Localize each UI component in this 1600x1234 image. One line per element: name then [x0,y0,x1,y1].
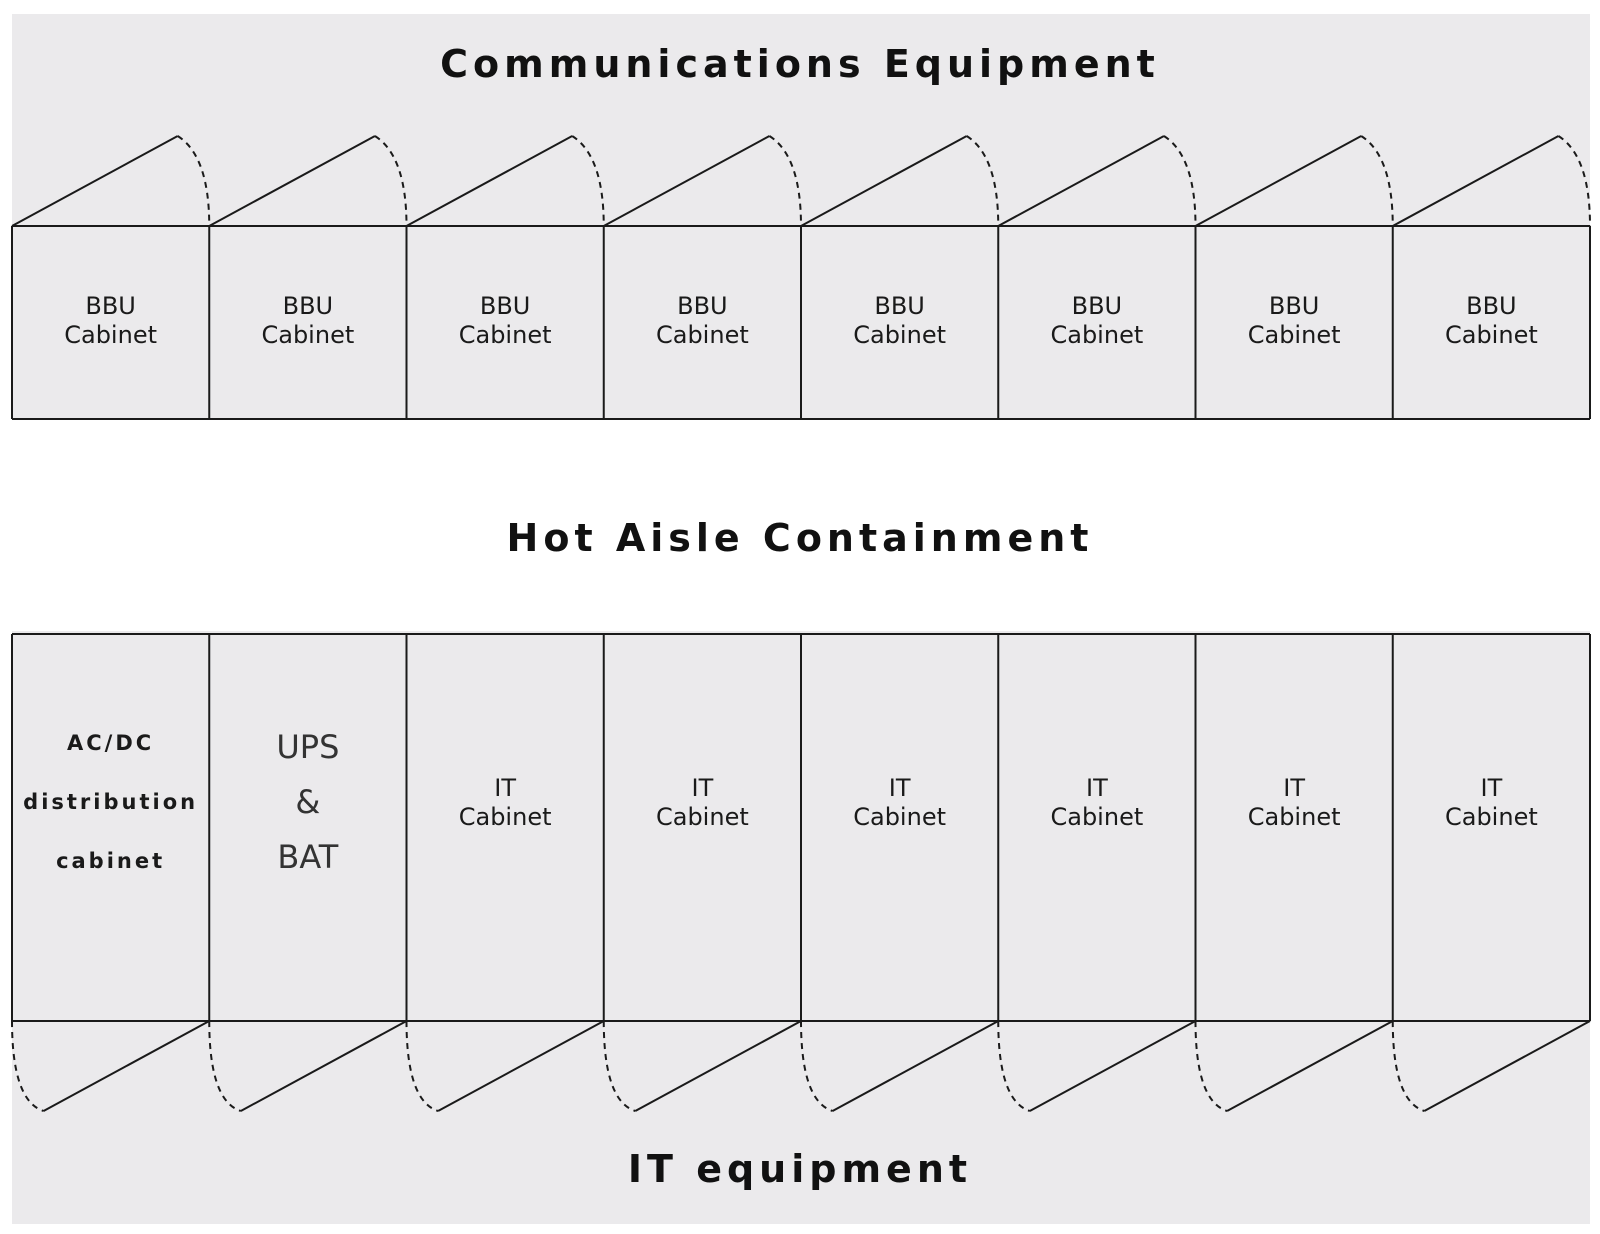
bottom-door-swing-arc [11,1020,44,1112]
top-door-leaf [1195,135,1362,227]
top-door-leaf [997,135,1165,227]
it-cabinet: IT Cabinet [1247,773,1341,831]
bottom-door-swing-arc [208,1020,242,1112]
bottom-door-leaf [832,1020,999,1112]
top-door-leaf [603,135,770,227]
it-cabinet: IT Cabinet [853,773,946,831]
bottom-door-swing-arc [1391,1020,1425,1112]
hot-aisle-title: Hot Aisle Containment [506,516,1094,560]
it-cabinet: IT Cabinet [1444,773,1538,831]
top-door-swing-arc [571,135,605,227]
top-door-swing-arc [374,135,408,227]
bottom-door-leaf [437,1020,605,1112]
bottom-door-swing-arc [800,1020,833,1112]
bottom-door-leaf [1226,1020,1394,1112]
top-door-leaf [406,135,573,227]
bbu-cabinet: BBU Cabinet [655,291,749,349]
bottom-door-swing-arc [602,1020,636,1112]
hot-aisle-band [12,419,1590,631]
communications-equipment-title: Communications Equipment [440,42,1160,86]
top-door-swing-arc [177,135,211,227]
bottom-door-swing-arc [997,1020,1031,1112]
it-cabinet: IT Cabinet [1050,773,1144,831]
bbu-cabinet: BBU Cabinet [458,291,552,349]
bbu-cabinet: BBU Cabinet [1050,291,1144,349]
bottom-door-leaf [240,1020,407,1112]
it-equipment-title: IT equipment [627,1147,973,1191]
top-door-leaf [208,135,376,227]
top-door-swing-arc [966,135,1000,227]
bbu-cabinet: BBU Cabinet [1247,291,1341,349]
bottom-door-leaf [1423,1020,1591,1112]
bbu-cabinet: BBU Cabinet [64,291,157,349]
top-door-swing-arc [1163,135,1197,227]
bottom-door-leaf [1029,1020,1196,1112]
ups-bat-cabinet: UPS & BAT [276,728,340,876]
top-door-leaf [800,135,968,227]
top-door-swing-arc [768,135,802,227]
bottom-door-swing-arc [405,1020,439,1112]
acdc-distribution-cabinet: AC/DC distribution cabinet [23,731,199,873]
bbu-cabinet: BBU Cabinet [1444,291,1538,349]
bottom-door-leaf [634,1020,802,1112]
it-cabinet: IT Cabinet [655,773,749,831]
bbu-cabinet: BBU Cabinet [261,291,355,349]
top-door-swing-arc [1557,135,1591,227]
top-door-leaf [11,135,179,227]
bbu-cabinet: BBU Cabinet [853,291,946,349]
top-door-swing-arc [1360,135,1394,227]
bottom-door-swing-arc [1194,1020,1228,1112]
top-door-leaf [1392,135,1559,227]
it-cabinet: IT Cabinet [458,773,552,831]
bottom-door-leaf [43,1020,210,1112]
